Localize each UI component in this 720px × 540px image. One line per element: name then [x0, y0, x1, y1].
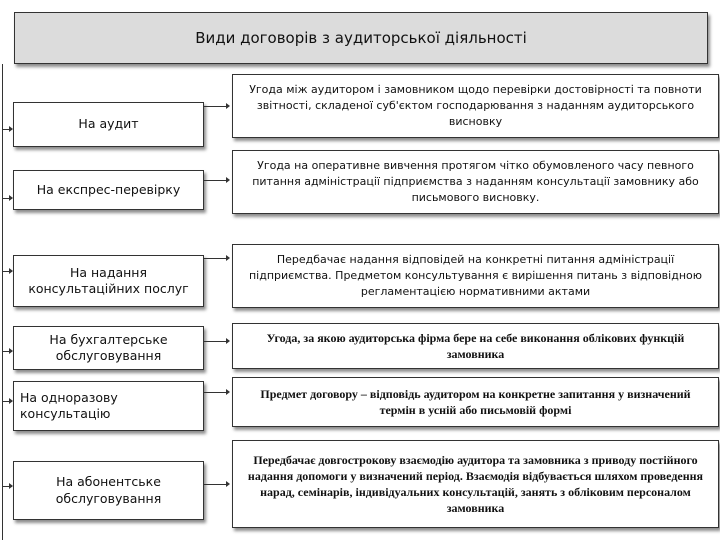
arrow-head-icon [226, 338, 230, 344]
connector-consulting [204, 258, 226, 259]
arrow-head-icon [226, 389, 230, 395]
description-box-one-time-consultation: Предмет договору – відповідь аудитором н… [232, 377, 719, 427]
arrow-head-icon [226, 103, 230, 109]
type-label: На експрес-перевірку [36, 181, 181, 197]
description-text: Передбачає надання відповідей на конкрет… [248, 253, 703, 298]
arrow-to-subscription [3, 486, 12, 487]
arrow-to-bookkeeping [3, 351, 12, 352]
description-box-subscription: Передбачає довгострокову взаємодію аудит… [232, 440, 719, 528]
connector-subscription [204, 484, 226, 485]
description-text: Угода, за якою аудиторська фірма бере на… [266, 330, 685, 361]
arrow-head-icon [226, 177, 230, 183]
type-box-one-time-consultation: На одноразову консультацію [13, 381, 204, 431]
arrow-head-icon [9, 348, 13, 354]
connector-audit [204, 106, 226, 107]
type-box-audit: На аудит [13, 102, 204, 147]
type-box-bookkeeping: На бухгалтерське обслуговування [13, 326, 204, 370]
arrow-head-icon [9, 483, 13, 489]
description-box-audit: Угода між аудитором і замовником щодо пе… [232, 74, 719, 138]
type-label: На надання консультаційних послуг [28, 264, 189, 296]
description-text: Угода між аудитором і замовником щодо пе… [249, 83, 702, 128]
arrow-to-one-time [3, 401, 12, 402]
description-text: Передбачає довгострокову взаємодію аудит… [247, 452, 704, 516]
connector-bus [2, 64, 3, 540]
arrow-to-audit [3, 129, 12, 130]
type-label: На бухгалтерське обслуговування [49, 331, 168, 363]
type-label: На абонентське обслуговування [55, 474, 162, 506]
description-box-express-check: Угода на оперативне вивчення протягом чі… [232, 150, 719, 214]
description-text: Угода на оперативне вивчення протягом чі… [252, 159, 699, 204]
arrow-head-icon [9, 126, 13, 132]
type-box-consulting: На надання консультаційних послуг [13, 255, 204, 307]
type-label: На аудит [78, 116, 139, 132]
type-box-express-check: На експрес-перевірку [13, 170, 204, 210]
diagram-title: Види договорів з аудиторської діяльності [14, 12, 708, 64]
type-box-subscription: На абонентське обслуговування [13, 461, 204, 520]
description-box-bookkeeping: Угода, за якою аудиторська фірма бере на… [232, 323, 719, 369]
connector-bookkeeping [204, 341, 226, 342]
connector-express [204, 180, 226, 181]
connector-one-time [204, 392, 226, 393]
arrow-head-icon [9, 268, 13, 274]
arrow-to-consulting [3, 271, 12, 272]
arrow-head-icon [226, 481, 230, 487]
arrow-head-icon [9, 195, 13, 201]
arrow-head-icon [9, 398, 13, 404]
arrow-head-icon [226, 255, 230, 261]
type-label: На одноразову консультацію [20, 389, 118, 421]
description-box-consulting: Передбачає надання відповідей на конкрет… [232, 244, 719, 308]
arrow-to-express [3, 198, 12, 199]
description-text: Предмет договору – відповідь аудитором н… [260, 386, 691, 417]
